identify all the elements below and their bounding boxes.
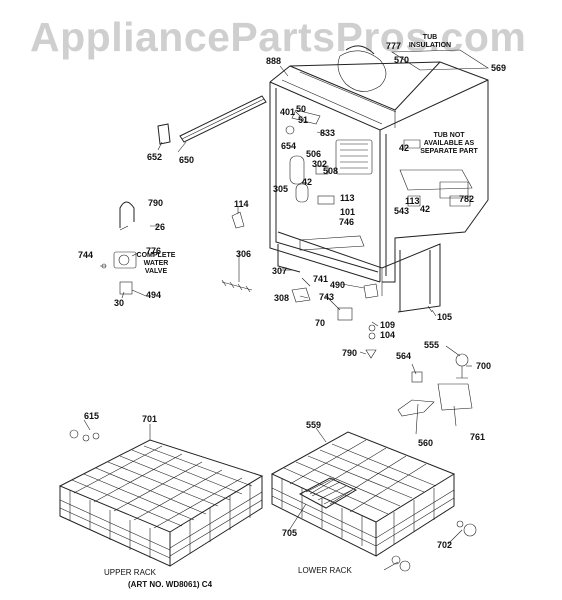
note-complete-water-valve: COMPLETE WATER VALVE — [136, 252, 176, 275]
part-label: 306 — [236, 249, 252, 259]
part-label: 776 — [146, 246, 162, 256]
part-label: 650 — [179, 155, 195, 165]
part-label: 51 — [298, 115, 309, 125]
misc-small-parts — [69, 211, 477, 572]
part-label: 777 — [386, 41, 402, 51]
note-tub-insulation: TUB INSULATION — [408, 34, 452, 49]
part-label: 302 — [312, 159, 328, 169]
part-label: 494 — [146, 290, 162, 300]
watermark-logo: AppliancePartsPros.com — [30, 14, 527, 60]
part-label: 615 — [84, 411, 100, 421]
part-label: 401 — [280, 107, 296, 117]
part-label: 654 — [281, 141, 297, 151]
part-label: 30 — [114, 298, 125, 308]
part-label: 741 — [313, 274, 329, 284]
part-label: 743 — [319, 292, 335, 302]
part-label: 560 — [418, 438, 434, 448]
part-label: 555 — [424, 340, 440, 350]
part-label: 744 — [78, 250, 94, 260]
part-label: 506 — [306, 149, 322, 159]
tub-outline — [269, 61, 489, 283]
tub-base-frame — [277, 231, 441, 313]
note-tub-not-available: TUB NOT AVAILABLE AS SEPARATE PART — [420, 132, 478, 155]
door-gasket-strip — [157, 95, 267, 145]
part-label: 70 — [315, 318, 326, 328]
part-label: 702 — [437, 540, 453, 550]
part-label: 790 — [342, 348, 358, 358]
part-label: 888 — [266, 56, 282, 66]
part-label: 308 — [274, 293, 290, 303]
leader-lines — [83, 65, 472, 571]
part-label: 490 — [330, 280, 346, 290]
part-label: 114 — [234, 199, 249, 209]
part-label: 570 — [394, 55, 410, 65]
part-label: 113 — [405, 196, 420, 206]
part-label: 746 — [339, 217, 355, 227]
part-label: 42 — [399, 143, 410, 153]
part-label: 305 — [273, 184, 289, 194]
part-label: 109 — [380, 320, 396, 330]
tub-interior-parts — [285, 109, 473, 251]
tub-insulation — [337, 45, 489, 92]
caption-art-number: (ART NO. WD8061) C4 — [128, 580, 213, 589]
part-label: 105 — [437, 312, 453, 322]
caption-upper-rack: UPPER RACK — [104, 568, 157, 577]
part-label: 101 — [340, 207, 356, 217]
upper-rack-drawing — [58, 439, 264, 567]
lower-rack-drawing — [270, 431, 456, 557]
part-label: 559 — [306, 420, 322, 430]
part-label: 705 — [282, 528, 298, 538]
part-label: 543 — [394, 206, 410, 216]
part-label: 790 — [148, 198, 164, 208]
water-valve-assembly — [101, 201, 137, 295]
part-label: 782 — [459, 194, 475, 204]
part-label: 42 — [302, 177, 313, 187]
part-label: 833 — [320, 128, 336, 138]
part-label: 700 — [476, 361, 492, 371]
part-label: 701 — [142, 414, 158, 424]
part-label: 569 — [491, 63, 507, 73]
part-label: 564 — [396, 351, 412, 361]
part-label: 761 — [470, 432, 486, 442]
part-label: 508 — [323, 166, 339, 176]
part-label: 307 — [272, 266, 288, 276]
part-label: 652 — [147, 152, 163, 162]
caption-lower-rack: LOWER RACK — [298, 566, 352, 575]
part-label: 104 — [380, 330, 396, 340]
part-label: 42 — [420, 204, 431, 214]
part-label: 26 — [155, 222, 166, 232]
part-label: 113 — [340, 193, 355, 203]
part-label: 50 — [296, 104, 307, 114]
